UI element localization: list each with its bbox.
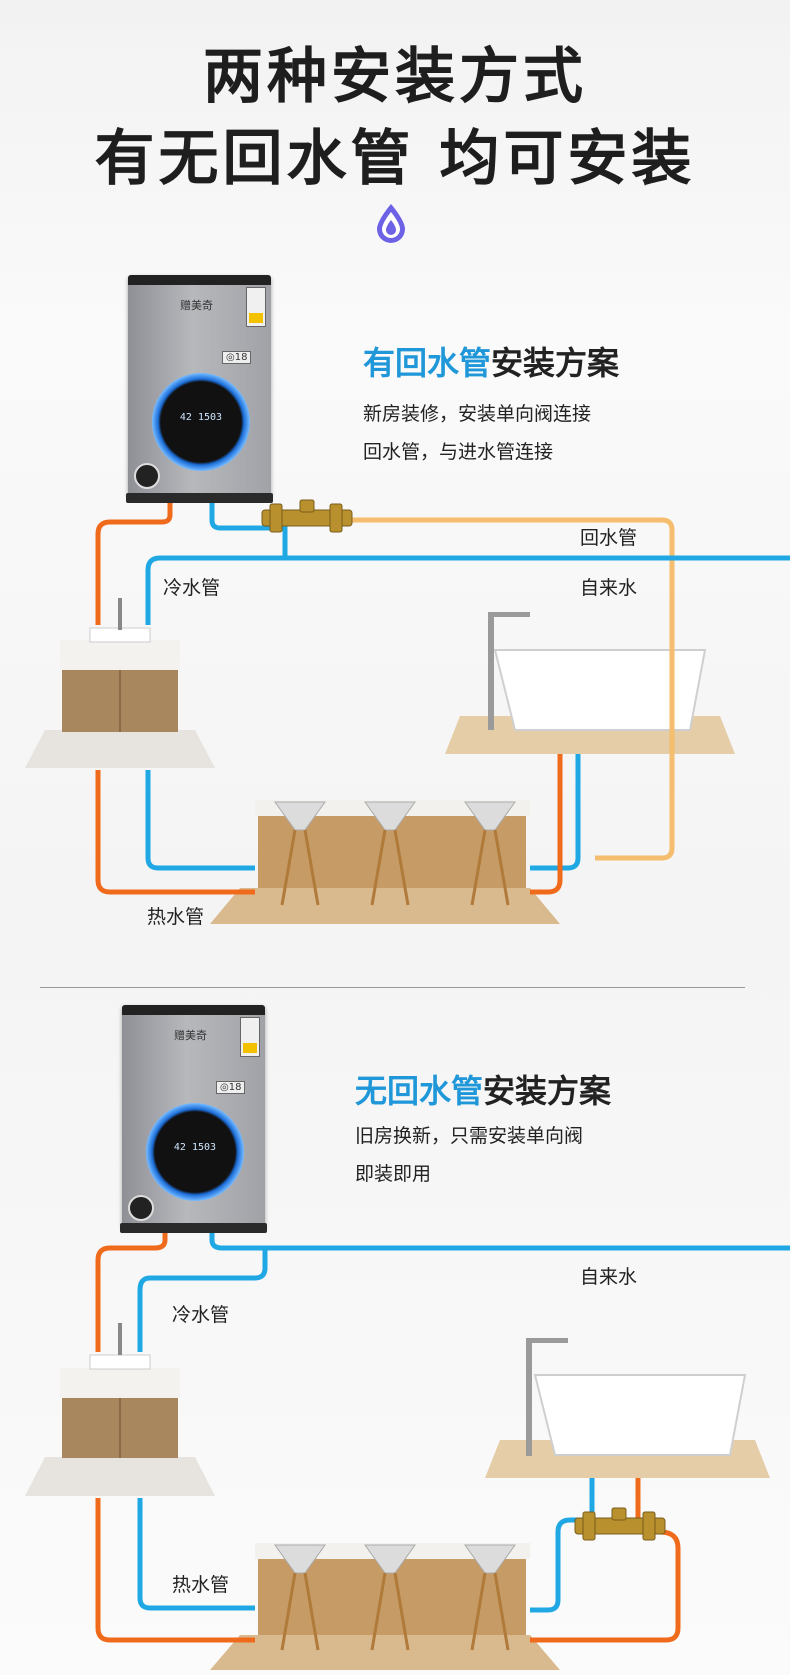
scheme-return-title: 有回水管安装方案 — [363, 344, 620, 382]
sink-faucet — [118, 598, 122, 630]
check-valve — [261, 499, 353, 533]
heater-control-dial: 42 1503 — [152, 373, 250, 471]
label-hot-pipe-2: 热水管 — [172, 1574, 230, 1596]
cold-pipe-tub — [530, 754, 581, 871]
sink-counter — [60, 640, 180, 670]
cold-pipe-2-tub — [530, 1478, 595, 1613]
scheme-return-desc: 新房装修，安装单向阀连接 回水管，与进水管连接 — [363, 403, 592, 463]
return-pipe — [350, 517, 675, 861]
energy-label-2 — [240, 1017, 260, 1057]
heater-brand: 赠美奇 — [180, 299, 213, 312]
water-drop-icon — [377, 204, 405, 243]
hot-pipe — [95, 503, 255, 895]
cold-pipe-trunk — [160, 525, 790, 561]
cold-pipe-2-sink — [137, 1248, 268, 1352]
label-return-pipe: 回水管 — [580, 527, 638, 549]
heater-display-2: 42 1503 — [173, 1142, 217, 1154]
scheme-return-diagram — [25, 499, 790, 924]
section-divider — [40, 987, 745, 988]
pressure-gauge-icon-2 — [128, 1195, 154, 1221]
cold-pipe-island — [145, 770, 255, 871]
heater-display: 42 1503 — [179, 412, 223, 424]
label-cold-pipe-2: 冷水管 — [172, 1304, 230, 1326]
cold-pipe-2-island — [137, 1498, 255, 1611]
sink-platform — [25, 730, 215, 768]
water-heater-1: 赠美奇 ◎18 42 1503 — [126, 275, 273, 503]
heater-control-dial-2: 42 1503 — [146, 1103, 244, 1201]
sink-platform-2 — [25, 1457, 215, 1496]
label-hot-pipe: 热水管 — [147, 906, 205, 928]
hot-pipe-2 — [95, 1228, 255, 1643]
heater-rating: ◎18 — [222, 351, 252, 364]
cold-pipe-sink — [145, 555, 161, 625]
label-tap-water: 自来水 — [580, 577, 638, 599]
cold-pipe-2-trunk — [209, 1228, 790, 1251]
heater-brand-2: 赠美奇 — [174, 1029, 207, 1042]
tub-faucet — [488, 612, 494, 730]
label-tap-water-2: 自来水 — [580, 1266, 638, 1288]
energy-label — [246, 287, 266, 327]
hot-pipe-2-tub — [530, 1478, 681, 1643]
headline-line1: 两种安装方式 — [203, 42, 587, 112]
bathtub-2 — [533, 1374, 747, 1456]
scheme-noreturn-title: 无回水管安装方案 — [355, 1072, 612, 1110]
check-valve-2 — [574, 1507, 666, 1541]
scheme-noreturn-desc: 旧房换新，只需安装单向阀 即装即用 — [355, 1125, 584, 1185]
cold-pipe-1 — [209, 503, 270, 531]
pressure-gauge-icon — [134, 463, 160, 489]
water-heater-2: 赠美奇 ◎18 42 1503 — [120, 1005, 267, 1233]
heater-rating-2: ◎18 — [216, 1081, 246, 1094]
headline-line2: 有无回水管 均可安装 — [94, 124, 696, 194]
label-cold-pipe: 冷水管 — [163, 577, 221, 599]
bathtub — [493, 649, 707, 731]
hot-pipe-tub — [530, 754, 563, 895]
